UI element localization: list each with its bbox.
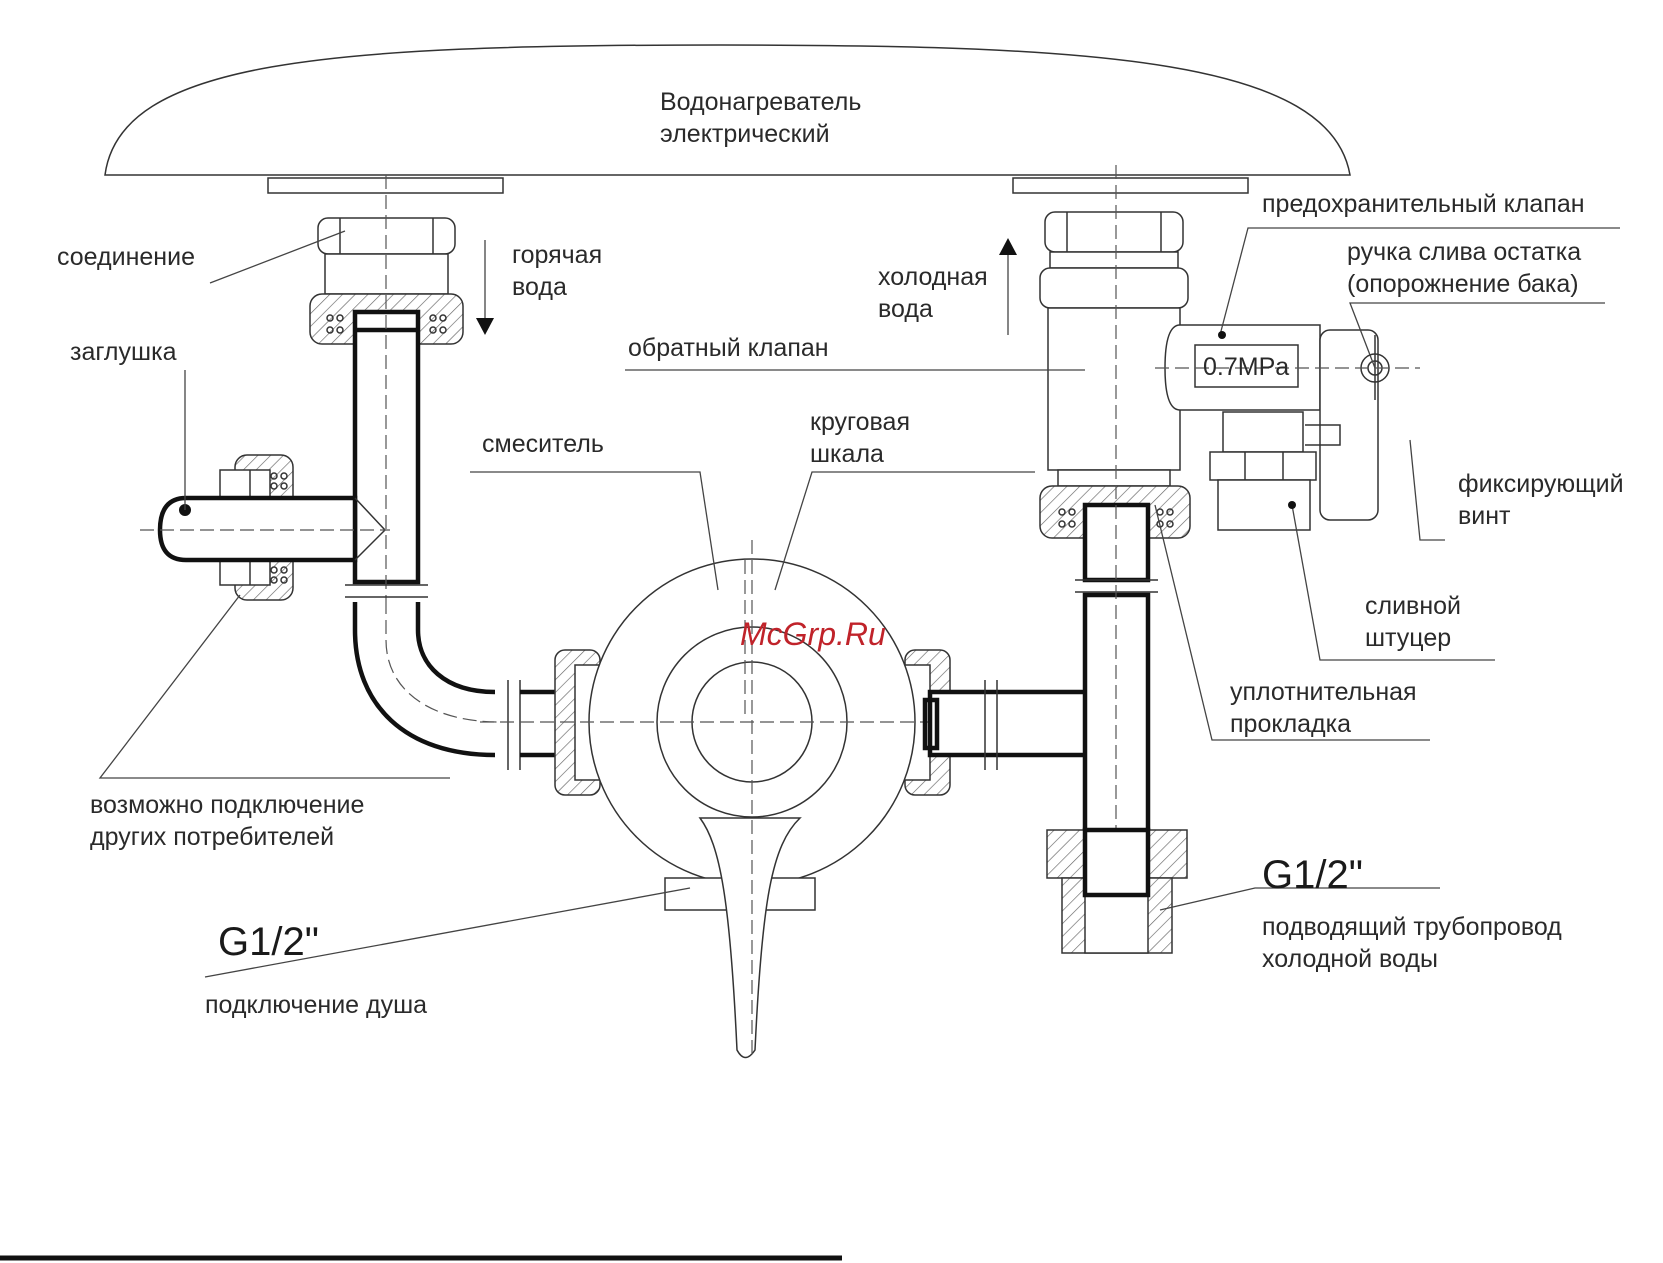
leader-shower	[204, 887, 691, 978]
hot-water-label-line2: вода	[512, 273, 567, 301]
connection-label: соединение	[57, 243, 195, 271]
fixing-screw-label-line2: винт	[1458, 502, 1511, 530]
fixing-screw	[1305, 424, 1341, 446]
cold-gasket	[1058, 508, 1174, 528]
plug	[157, 495, 358, 563]
leader-dial	[774, 471, 1035, 591]
hot-gasket	[326, 314, 447, 334]
gasket-label-line2: прокладка	[1230, 710, 1351, 738]
drain-fitting	[1222, 411, 1304, 453]
supply-label-line1: подводящий трубопровод	[1262, 913, 1562, 941]
drain-fitting-label-line2: штуцер	[1365, 624, 1451, 652]
pressure-label-box	[1194, 344, 1299, 388]
gasket-label-line1: уплотнительная	[1230, 678, 1417, 706]
leader-gasket	[1154, 504, 1430, 741]
cold-water-arrow	[999, 238, 1017, 255]
mixer-label: смеситель	[482, 430, 604, 458]
heater-label-line1: Водонагреватель	[660, 88, 861, 116]
leader-connection	[209, 230, 346, 284]
cold-to-mixer-pipe	[927, 689, 1093, 758]
drain-handle-label-line1: ручка слива остатка	[1347, 238, 1581, 266]
supply-label-line2: холодной воды	[1262, 945, 1438, 973]
hot-water-label-line1: горячая	[512, 241, 602, 269]
dial-label-line1: круговая	[810, 408, 910, 436]
drain-fitting-label-line1: сливной	[1365, 592, 1461, 620]
heater-body	[104, 44, 1351, 176]
dial-label-line2: шкала	[810, 440, 884, 468]
cold-water-label-line1: холодная	[878, 263, 988, 291]
hot-water-arrow	[476, 318, 494, 335]
leader-supply	[1159, 887, 1440, 911]
check-valve-nut	[1044, 211, 1184, 253]
plug-gasket	[270, 472, 288, 584]
leader-safety-valve	[1219, 227, 1620, 336]
g-left-label: G1/2"	[218, 920, 319, 964]
pressure-label: 0.7MPa	[1203, 353, 1289, 381]
g-right-label: G1/2"	[1262, 853, 1363, 897]
other-consumers-label-line1: возможно подключение	[90, 791, 364, 819]
fixing-screw-label-line1: фиксирующий	[1458, 470, 1624, 498]
watermark: McGrp.Ru	[740, 616, 886, 652]
mixer-handle	[698, 817, 802, 1059]
leader-drain-fitting	[1291, 504, 1495, 661]
check-valve-label: обратный клапан	[628, 334, 829, 362]
leader-drain-handle	[1349, 302, 1605, 369]
check-valve-body	[1047, 307, 1181, 471]
cold-water-label-line2: вода	[878, 295, 933, 323]
hot-pipe-elbow	[352, 602, 496, 758]
shower-label: подключение душа	[205, 991, 427, 1019]
drain-handle-label-line2: (опорожнение бака)	[1347, 270, 1579, 298]
heater-label-line2: электрический	[660, 120, 830, 148]
cold-inlet-flange	[1012, 177, 1249, 194]
leader-other-consumers	[98, 594, 450, 779]
safety-valve-label: предохранительный клапан	[1262, 190, 1585, 218]
leader-fixing-screw	[1409, 439, 1445, 541]
leader-mixer	[470, 471, 719, 591]
plug-label: заглушка	[70, 338, 177, 366]
other-consumers-label-line2: других потребителей	[90, 823, 334, 851]
